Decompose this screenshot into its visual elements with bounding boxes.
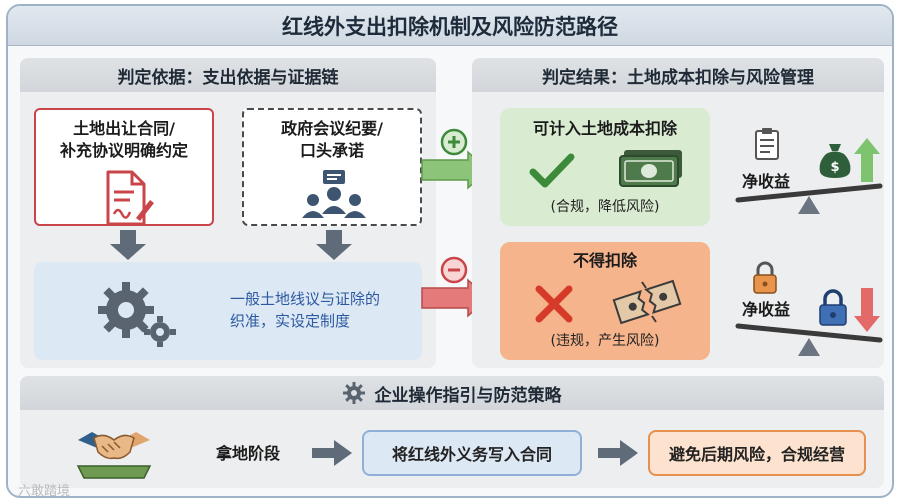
system-line-1: 一般土地线议与证除的	[230, 290, 381, 308]
not-deductible-note: (违规，产生风险)	[550, 333, 660, 349]
contract-line-2: 补充协议明确约定	[59, 141, 188, 160]
cash-icon	[619, 150, 682, 187]
contract-box: 土地出让合同/ 补充协议明确约定	[34, 108, 214, 226]
clipboard-icon	[755, 128, 779, 160]
net-income-down-label: 净收益	[742, 300, 791, 319]
contract-line-1: 土地出让合同/	[73, 119, 175, 138]
down-arrow-icon	[854, 288, 880, 332]
goal-box: 避免后期风险，合规经营	[648, 430, 866, 476]
torn-cash-icon	[612, 279, 682, 325]
handshake-icon	[76, 432, 152, 479]
deductible-note: (合规，降低风险)	[550, 199, 660, 215]
watermark: 六敢踏境	[18, 484, 71, 498]
not-deductible-box: 不得扣除 (违规，产生风险)	[500, 242, 710, 360]
system-line-2: 织准，实设定制度	[230, 312, 351, 330]
lock-icon-blue	[819, 289, 847, 326]
arrow-to-action	[312, 440, 352, 466]
down-arrow-left	[110, 230, 146, 260]
gears-icon	[98, 282, 176, 347]
right-panel: 判定结果：土地成本扣除与风险管理 可计入土地成本扣除 (合规，降低风险) 不得扣…	[472, 58, 884, 368]
down-arrow-right	[316, 230, 352, 260]
balance-scale-up	[735, 183, 883, 214]
deductible-box: 可计入土地成本扣除 (合规，降低风险)	[500, 108, 710, 226]
left-panel: 判定依据：支出依据与证据链 土地出让合同/ 补充协议明确约定 政府会议纪要/ 口…	[20, 58, 436, 368]
up-arrow-icon	[854, 138, 880, 182]
not-deductible-title: 不得扣除	[572, 251, 637, 270]
bottom-panel-heading-bar: 企业操作指引与防范策略	[20, 376, 884, 410]
contract-document-icon	[106, 170, 154, 226]
bottom-panel-heading: 企业操作指引与防范策略	[374, 385, 562, 406]
deductible-title: 可计入土地成本扣除	[532, 119, 677, 138]
cross-icon	[535, 285, 573, 323]
right-panel-heading: 判定结果：土地成本扣除与风险管理	[472, 58, 884, 92]
system-text: 一般土地线议与证除的 织准，实设定制度	[230, 288, 380, 332]
svg-text:$: $	[830, 160, 839, 175]
money-bag-icon: $	[819, 144, 851, 178]
system-box: 一般土地线议与证除的 织准，实设定制度	[34, 262, 422, 360]
balance-scale-down	[735, 323, 883, 356]
action-box: 将红线外义务写入合同	[362, 430, 582, 476]
plus-arrow	[421, 128, 490, 190]
diagram-frame: 红线外支出扣除机制及风险防范路径 判定依据：支出依据与证据链 土地出让合同/ 补…	[6, 4, 894, 498]
meeting-people-icon	[302, 170, 366, 218]
govt-line-1: 政府会议纪要/	[281, 119, 383, 138]
checkmark-icon	[529, 153, 575, 188]
stage-label: 拿地阶段	[216, 444, 281, 463]
minus-arrow	[421, 256, 490, 318]
lock-icon-orange	[753, 261, 777, 294]
bottom-panel: 企业操作指引与防范策略 拿地阶段 将红线外义务写入合同 避免后期风险，合规经营	[20, 376, 884, 488]
left-panel-heading: 判定依据：支出依据与证据链	[20, 58, 436, 92]
net-income-up-label: 净收益	[742, 172, 791, 191]
government-commitment-box: 政府会议纪要/ 口头承诺	[242, 108, 422, 226]
gear-icon	[342, 382, 365, 404]
diagram-title: 红线外支出扣除机制及风险防范路径	[8, 6, 892, 46]
arrow-to-goal	[598, 440, 638, 466]
govt-line-2: 口头承诺	[299, 141, 364, 160]
